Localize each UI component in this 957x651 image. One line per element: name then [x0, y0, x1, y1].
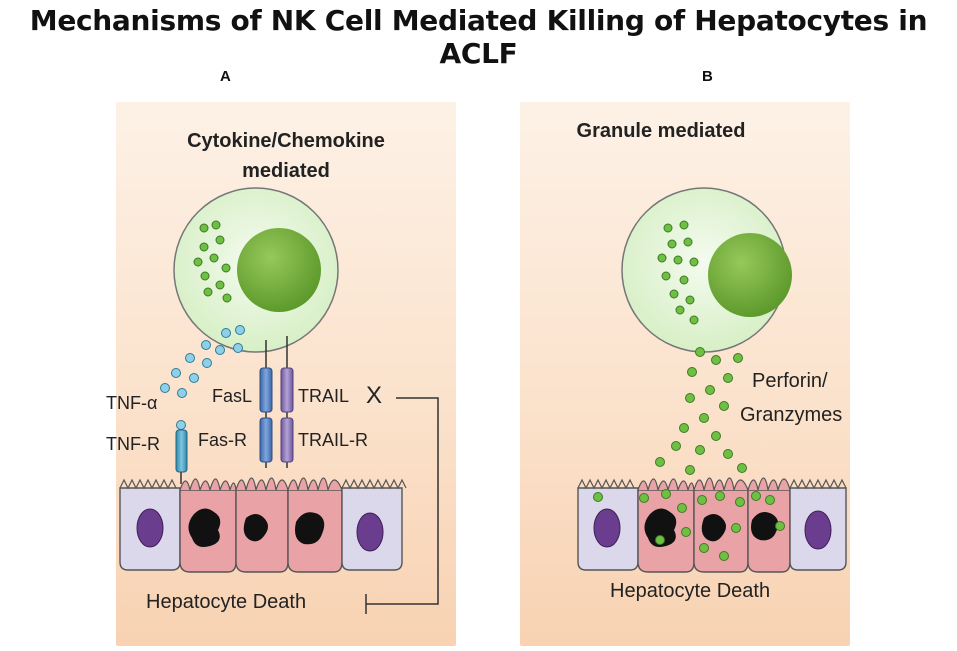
- label-fas-r: Fas-R: [198, 430, 247, 450]
- panel-b-nk-cell: [621, 187, 792, 353]
- label-trail-r: TRAIL-R: [298, 430, 369, 450]
- label-perforin: Perforin/: [752, 370, 828, 392]
- panel-a-hepatocyte-death-label: Hepatocyte Death: [146, 591, 307, 613]
- label-trail-x: X: [366, 382, 383, 409]
- panel-a-nk-nucleus: [237, 228, 321, 312]
- panel-b-letter: B: [702, 68, 713, 85]
- figure-title: Mechanisms of NK Cell Mediated Killing o…: [29, 4, 928, 70]
- label-tnf-alpha: TNF-α: [106, 393, 158, 413]
- panel-b-hepatocytes: [577, 477, 847, 573]
- panel-b-released-granules: [655, 347, 747, 475]
- panel-b-hepatocyte-death-label: Hepatocyte Death: [610, 580, 771, 602]
- label-granzymes: Granzymes: [740, 404, 843, 426]
- panel-a-cytokines: [160, 325, 245, 430]
- panel-a-heading-line1: Cytokine/Chemokine: [187, 130, 385, 152]
- panel-b-nk-nucleus: [708, 233, 792, 317]
- panel-a-inhibition-line: [365, 397, 439, 614]
- panel-b-nk-granules: [657, 220, 699, 325]
- panel-b-intracellular-granules: [593, 489, 785, 561]
- panel-a-letter: A: [220, 68, 231, 85]
- panel-a-fas-receptor: [259, 340, 273, 468]
- panel-a-trail-receptor: [280, 336, 294, 468]
- label-fasl: FasL: [212, 386, 253, 406]
- label-trail: TRAIL: [298, 386, 350, 406]
- panel-a-heading-line2: mediated: [242, 160, 330, 182]
- panel-b-heading: Granule mediated: [576, 120, 746, 142]
- panel-a-hepatocytes: [119, 477, 407, 573]
- panel-a-nk-cell: [173, 187, 339, 353]
- label-tnf-r: TNF-R: [106, 434, 160, 454]
- panel-a-nk-granules: [193, 220, 232, 303]
- panel-a-tnf-receptor: [175, 429, 188, 484]
